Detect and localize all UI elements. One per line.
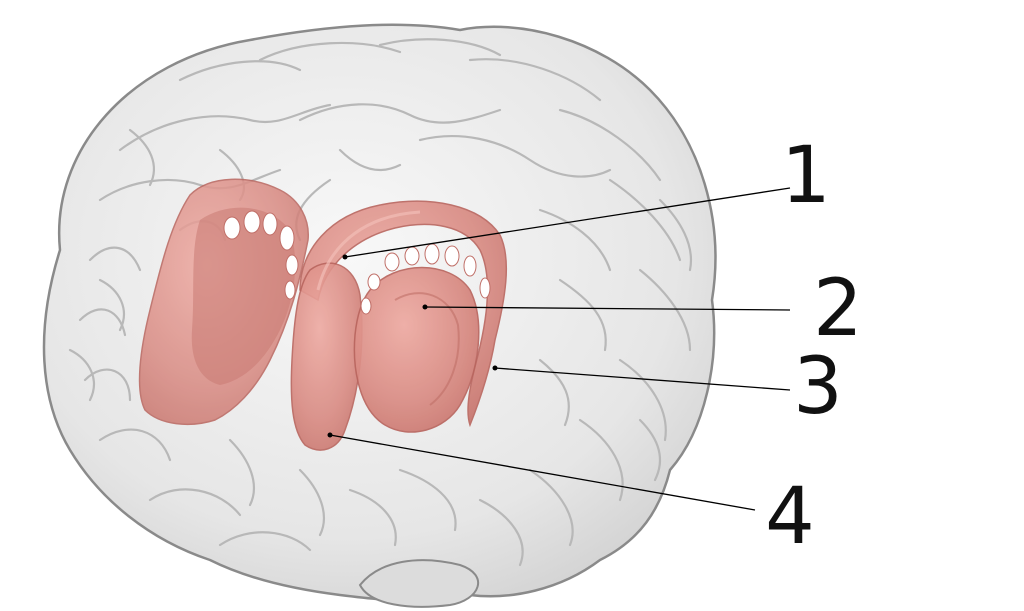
right-striatum (290, 200, 508, 451)
leader-line-4 (329, 434, 756, 511)
leader-lines (329, 187, 791, 511)
leader-line-3 (494, 367, 791, 391)
label-2: 2 (813, 264, 863, 354)
label-1: 1 (781, 131, 831, 221)
leader-dots (327, 254, 498, 438)
left-striatum (138, 178, 309, 426)
leader-line-2 (424, 306, 791, 311)
label-4: 4 (765, 472, 815, 562)
leader-line-1 (344, 187, 791, 258)
label-3: 3 (793, 342, 843, 432)
labels: 1 2 3 4 (765, 131, 863, 562)
